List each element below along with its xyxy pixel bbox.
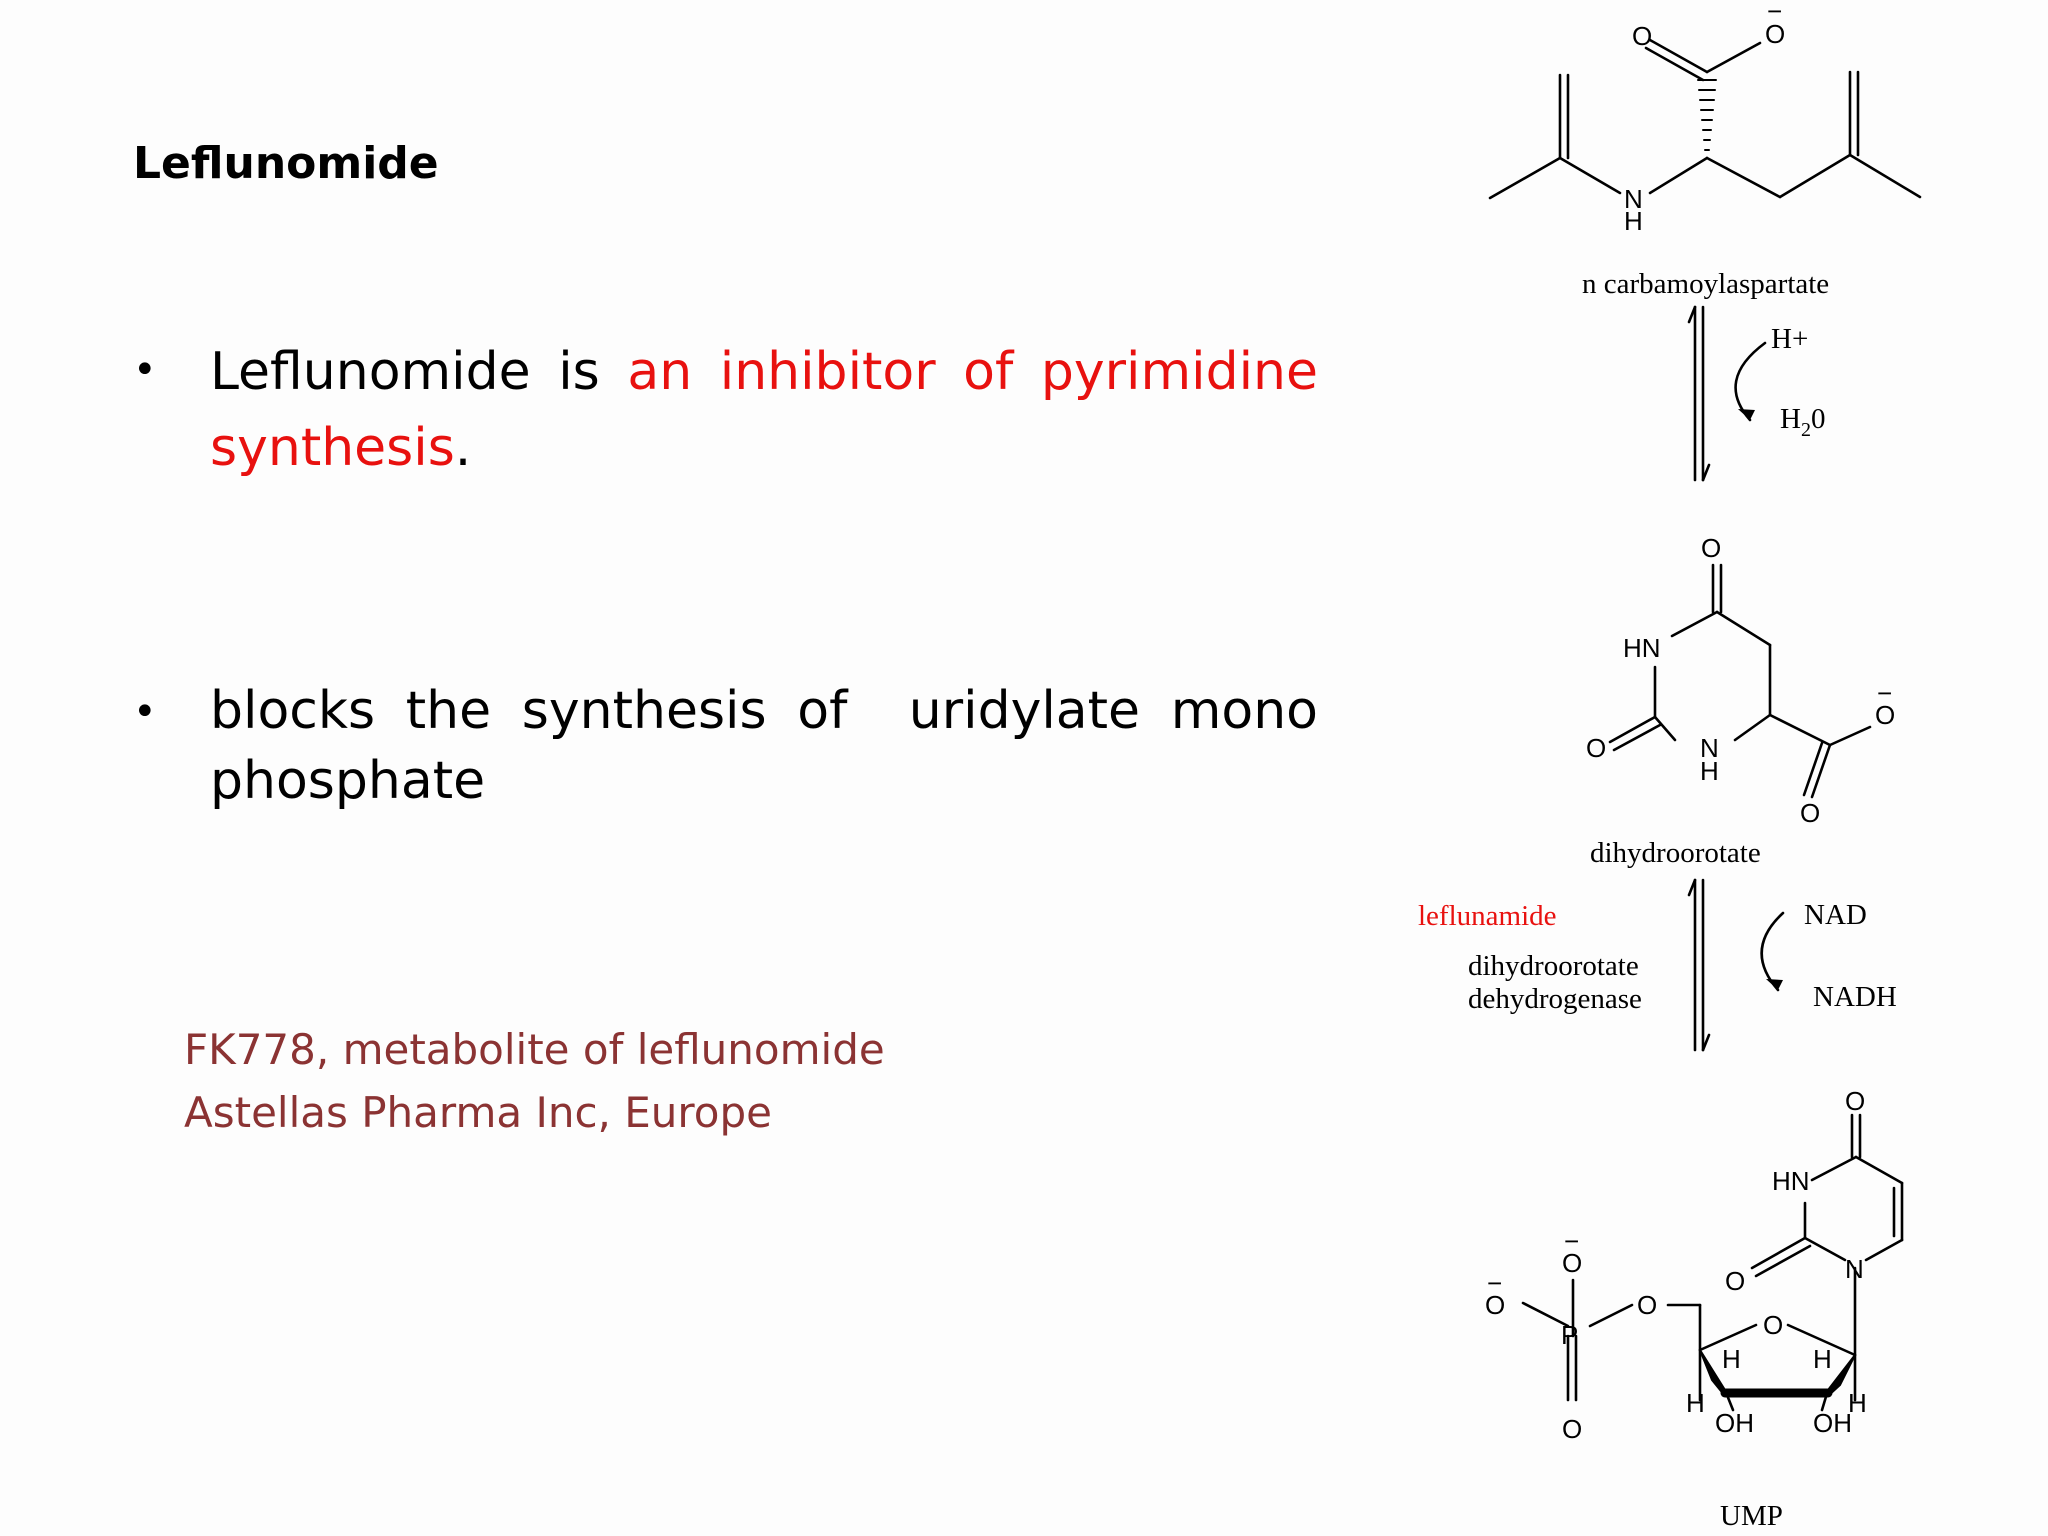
atom-o-charged: O (1562, 1248, 1582, 1278)
ump-structure (1521, 1113, 1904, 1412)
atom-oh: OH (1813, 1408, 1852, 1438)
curved-arrow-1 (1734, 341, 1767, 422)
atom-hn: HN (1623, 633, 1661, 663)
atom-p: P (1561, 1320, 1578, 1350)
charge: − (1877, 678, 1892, 708)
dihydroorotate-structure (1608, 563, 1872, 799)
atom-o-charged: O (1485, 1290, 1505, 1320)
atom-h: H (1813, 1344, 1832, 1374)
atom-o: O (1701, 533, 1721, 563)
atom-o: O (1845, 1086, 1865, 1116)
compound-label-dihydroorotate: dihydroorotate (1590, 837, 1761, 869)
cofactor-nadh: NADH (1813, 981, 1897, 1013)
cofactor-nad: NAD (1804, 899, 1867, 931)
compound-label-ump: UMP (1720, 1500, 1783, 1532)
atom-o: O (1725, 1266, 1745, 1296)
atom-o: O (1637, 1290, 1657, 1320)
bullet-1-highlight: an inhibitor of pyrimidine synthesis (210, 342, 1318, 478)
cofactor-water: H20 (1780, 403, 1825, 441)
atom-h: H (1722, 1344, 1741, 1374)
atom-n: N (1845, 1254, 1864, 1284)
cofactor-h-plus: H+ (1771, 323, 1808, 355)
bullet-marker: • (133, 347, 157, 393)
atom-o: O (1632, 21, 1652, 51)
curved-arrow-2 (1760, 911, 1785, 992)
atom-h: H (1624, 206, 1643, 236)
enzyme-label-line-1: dihydroorotate (1468, 950, 1639, 982)
atom-o: O (1800, 798, 1820, 828)
footer-line-2: Astellas Pharma Inc, Europe (184, 1088, 772, 1137)
equilibrium-arrow-1 (1687, 305, 1711, 482)
inhibitor-label-leflunamide: leflunamide (1418, 900, 1557, 932)
bullet-1-end: . (454, 418, 472, 478)
atom-n: N (1700, 733, 1719, 763)
charge: − (1487, 1268, 1502, 1298)
atom-hn: HN (1772, 1166, 1810, 1196)
compound-label-n-carbamoylaspartate: n carbamoylaspartate (1582, 268, 1829, 300)
atom-o: O (1763, 1310, 1783, 1340)
equilibrium-arrow-2 (1687, 878, 1711, 1052)
footer-line-1: FK778, metabolite of leflunomide (184, 1025, 885, 1074)
slide-title: Leflunomide (133, 138, 439, 189)
bullet-marker: • (133, 689, 157, 735)
charge: − (1767, 0, 1782, 26)
atom-h: H (1686, 1388, 1705, 1418)
atom-n: N (1624, 184, 1643, 214)
n-carbamoylaspartate-structure (1488, 38, 1922, 200)
atom-o: O (1562, 1414, 1582, 1444)
atom-h: H (1848, 1388, 1867, 1418)
bullet-1-plain: Leflunomide is (210, 342, 628, 402)
atom-o-charged: O (1765, 19, 1785, 49)
atom-h: H (1700, 756, 1719, 786)
bullet-1-text: Leflunomide is an inhibitor of pyrimidin… (210, 334, 1318, 486)
bullet-2-text: blocks the synthesis of uridylate mono p… (210, 681, 1335, 811)
atom-oh: OH (1715, 1408, 1754, 1438)
charge: − (1564, 1226, 1579, 1256)
enzyme-label-line-2: dehydrogenase (1468, 983, 1642, 1015)
atom-o: O (1586, 733, 1606, 763)
atom-o-charged: O (1875, 700, 1895, 730)
